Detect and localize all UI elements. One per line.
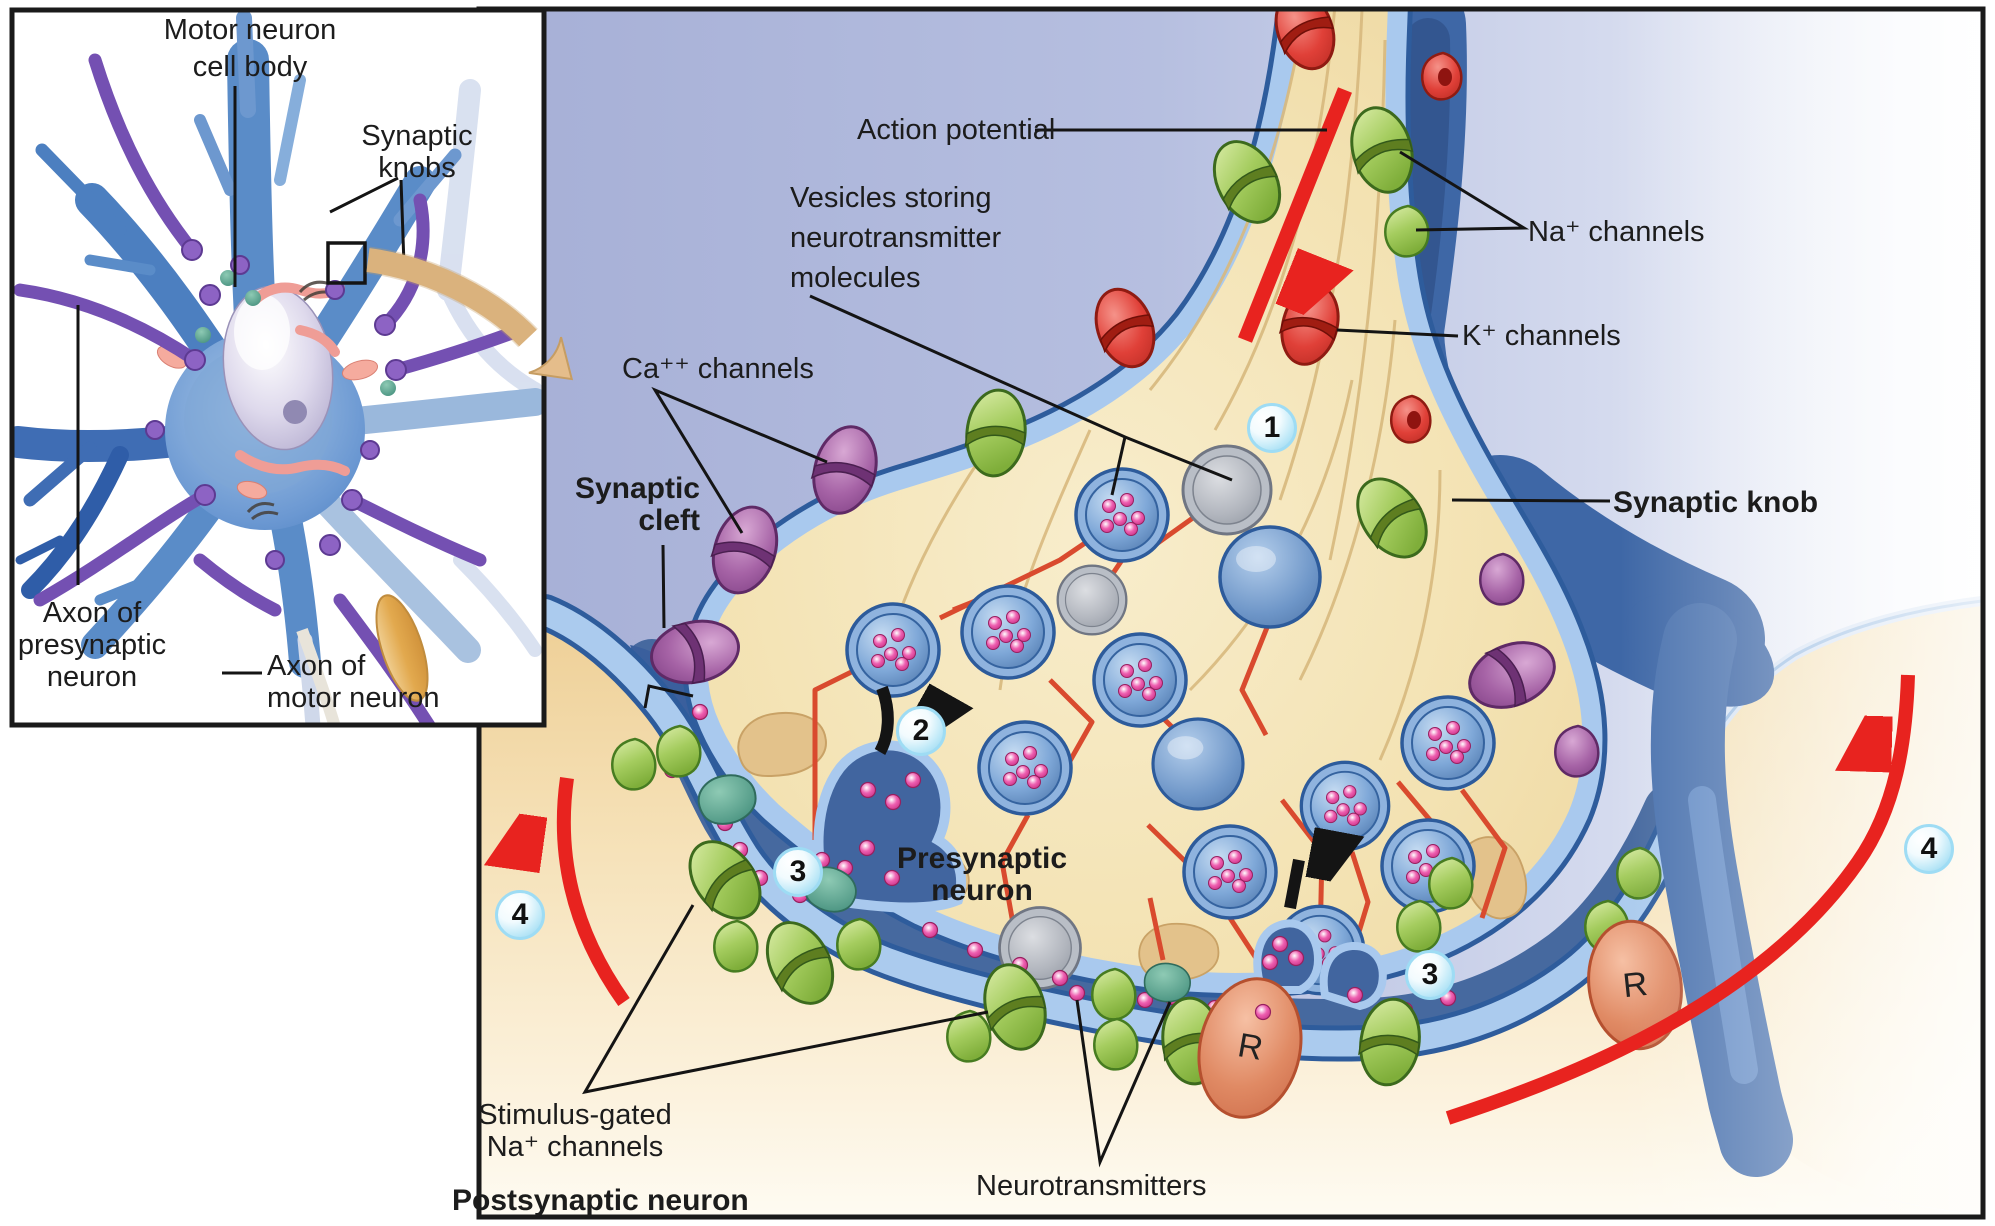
label-na-channels: Na⁺ channels	[1528, 216, 1705, 248]
exocytosis-arrow	[874, 688, 888, 755]
inset-leader-lines	[76, 86, 406, 675]
leader-lines	[582, 128, 1611, 1168]
step-badge-2: 2	[896, 706, 946, 756]
endocytosis-arrow	[1284, 860, 1299, 910]
step-badge-4-left: 4	[495, 890, 545, 940]
step-badge-4-right: 4	[1904, 824, 1954, 874]
exocytosis-pit	[813, 740, 967, 913]
label-axon-of-presynaptic-neuron: Axon of presynaptic neuron	[17, 597, 167, 693]
motor-neuron-illustration	[12, 10, 544, 725]
label-ca-channels: Ca⁺⁺ channels	[622, 353, 814, 385]
myelin-sheath	[375, 594, 429, 702]
label-k-channels: K⁺ channels	[1462, 320, 1621, 352]
label-action-potential: Action potential	[857, 114, 1056, 146]
step-badge-3-left: 3	[773, 847, 823, 897]
depolarization-arrow-left	[564, 777, 630, 1007]
zoom-region-box	[326, 241, 367, 285]
postsynaptic-neuron-body	[479, 612, 1983, 1217]
label-synaptic-knob: Synaptic knob	[1613, 486, 1819, 519]
receptor-letter-right: R	[1621, 964, 1650, 1006]
depolarization-arrow-right	[1445, 674, 1915, 1125]
presynaptic-terminals	[13, 53, 527, 725]
step-badge-3-right: 3	[1405, 950, 1455, 1000]
action-potential-arrow	[1238, 87, 1345, 343]
fade-overlay	[1620, 9, 1983, 1217]
label-vesicles-storing: Vesicles storing neurotransmitter molecu…	[790, 182, 1002, 294]
terminal-knobs	[145, 239, 407, 570]
endocytosis-pits	[1253, 919, 1387, 1011]
label-neurotransmitters: Neurotransmitters	[976, 1170, 1207, 1202]
step-badge-1: 1	[1247, 403, 1297, 453]
zoom-arrow	[366, 246, 574, 381]
label-postsynaptic-neuron: Postsynaptic neuron	[452, 1184, 749, 1217]
inset-teal-dots	[195, 270, 396, 396]
